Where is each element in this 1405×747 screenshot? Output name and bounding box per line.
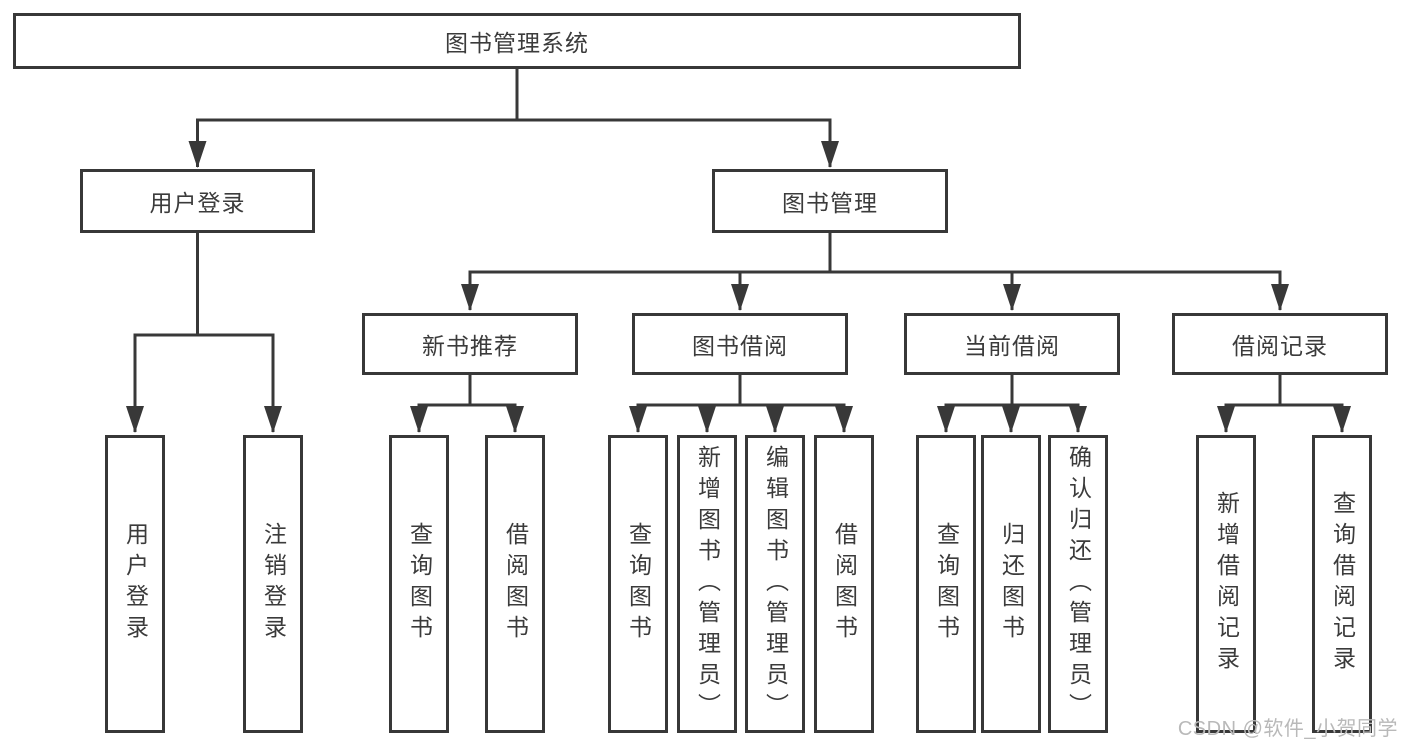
node-book-borrow: 图书借阅: [632, 313, 848, 375]
leaf-add-books-admin-label: 新增图书（管理员）: [694, 444, 721, 724]
leaf-logout-label: 注销登录: [260, 522, 287, 646]
leaf-borrow-books: 借阅图书: [814, 435, 874, 733]
csdn-watermark: CSDN @软件_小贺同学: [1177, 718, 1398, 740]
leaf-add-borrow-record-label: 新增借阅记录: [1213, 491, 1240, 677]
leaf-borrow-books-recommend-label: 借阅图书: [502, 522, 529, 646]
node-book-management: 图书管理: [712, 169, 948, 233]
node-root: 图书管理系统: [13, 13, 1021, 69]
leaf-query-books-recommend: 查询图书: [389, 435, 449, 733]
leaf-logout: 注销登录: [243, 435, 303, 733]
node-user-login-label: 用户登录: [149, 190, 246, 216]
leaf-borrow-books-recommend: 借阅图书: [485, 435, 545, 733]
leaf-confirm-return-admin: 确认归还（管理员）: [1048, 435, 1108, 733]
leaf-query-books-current-label: 查询图书: [933, 522, 960, 646]
leaf-user-login-label: 用户登录: [122, 522, 149, 646]
leaf-add-books-admin: 新增图书（管理员）: [677, 435, 737, 733]
leaf-add-borrow-record: 新增借阅记录: [1196, 435, 1256, 733]
leaf-query-books-current: 查询图书: [916, 435, 976, 733]
leaf-edit-books-admin: 编辑图书（管理员）: [745, 435, 805, 733]
leaf-query-books-borrow-label: 查询图书: [625, 522, 652, 646]
node-user-login: 用户登录: [80, 169, 315, 233]
node-book-management-label: 图书管理: [782, 190, 878, 216]
leaf-borrow-books-label: 借阅图书: [831, 522, 858, 646]
leaf-query-borrow-record-label: 查询借阅记录: [1329, 491, 1356, 677]
node-current-borrow-label: 当前借阅: [964, 333, 1060, 359]
node-borrow-records-label: 借阅记录: [1232, 333, 1328, 359]
leaf-query-books-recommend-label: 查询图书: [406, 522, 433, 646]
leaf-query-borrow-record: 查询借阅记录: [1312, 435, 1372, 733]
node-current-borrow: 当前借阅: [904, 313, 1120, 375]
node-new-book-recommend: 新书推荐: [362, 313, 578, 375]
node-root-label: 图书管理系统: [445, 30, 589, 56]
leaf-user-login: 用户登录: [105, 435, 165, 733]
node-new-book-recommend-label: 新书推荐: [422, 333, 518, 359]
leaf-confirm-return-admin-label: 确认归还（管理员）: [1065, 444, 1092, 724]
leaf-query-books-borrow: 查询图书: [608, 435, 668, 733]
leaf-return-books-label: 归还图书: [998, 522, 1025, 646]
node-book-borrow-label: 图书借阅: [692, 333, 788, 359]
node-borrow-records: 借阅记录: [1172, 313, 1388, 375]
leaf-return-books: 归还图书: [981, 435, 1041, 733]
leaf-edit-books-admin-label: 编辑图书（管理员）: [762, 444, 789, 724]
